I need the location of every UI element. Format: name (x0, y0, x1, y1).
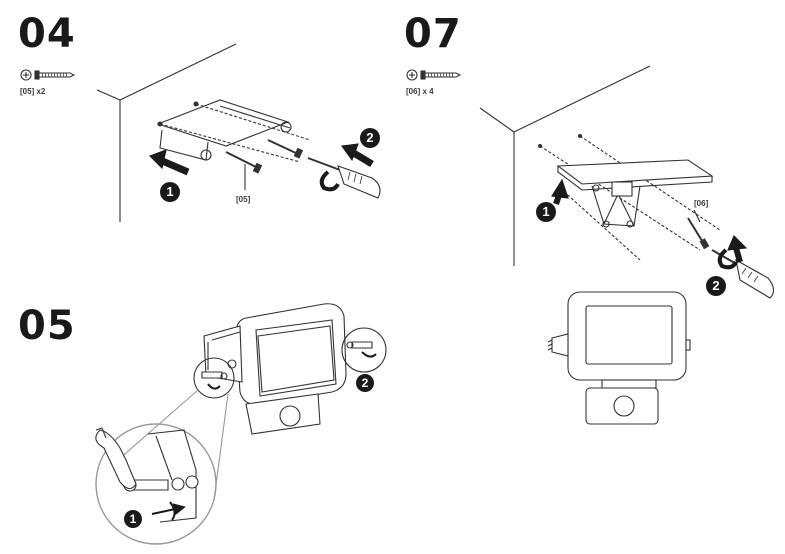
step-05-number: 05 (18, 303, 76, 349)
step-05-badge-1: 1 (124, 510, 142, 528)
step-07-badge-1: 1 (536, 202, 556, 222)
step-04-badge-1: 1 (160, 182, 180, 202)
step-07-illustration (406, 65, 775, 425)
step-04-callout-label: [05] (236, 195, 251, 204)
step-07-callout-label: [06] (694, 199, 709, 208)
screw-icon (123, 478, 169, 492)
screw-icon (201, 371, 228, 380)
push-arrow-icon (727, 235, 748, 263)
rotate-arrow-icon (151, 501, 186, 521)
rotate-arrow-icon (361, 351, 377, 358)
step-05-illustration (95, 303, 387, 545)
step-07-number: 07 (404, 11, 462, 57)
screw-icon (420, 70, 462, 80)
screw-icon (346, 341, 373, 349)
step-05-badge-2: 2 (356, 374, 374, 392)
step-04-illustration (20, 43, 381, 222)
rotate-arrow-icon (717, 248, 738, 270)
screw-icon (687, 217, 710, 250)
screw-head-icon (20, 69, 32, 81)
step-07-screw-label: [06] x 4 (406, 87, 434, 96)
rotate-arrow-icon (207, 383, 221, 390)
step-04-badge-2: 2 (360, 128, 380, 148)
screw-head-icon (406, 69, 418, 81)
rotate-arrow-icon (319, 170, 340, 192)
screw-icon (225, 139, 304, 174)
screw-icon (34, 70, 76, 80)
push-arrow-icon (551, 178, 569, 205)
step-04-screw-label: [05] x2 (20, 87, 46, 96)
push-arrow-icon (149, 149, 190, 176)
step-04-number: 04 (18, 11, 76, 57)
step-07-badge-2: 2 (706, 276, 726, 296)
wrench-icon (95, 427, 137, 490)
screwdriver-icon (307, 157, 381, 199)
